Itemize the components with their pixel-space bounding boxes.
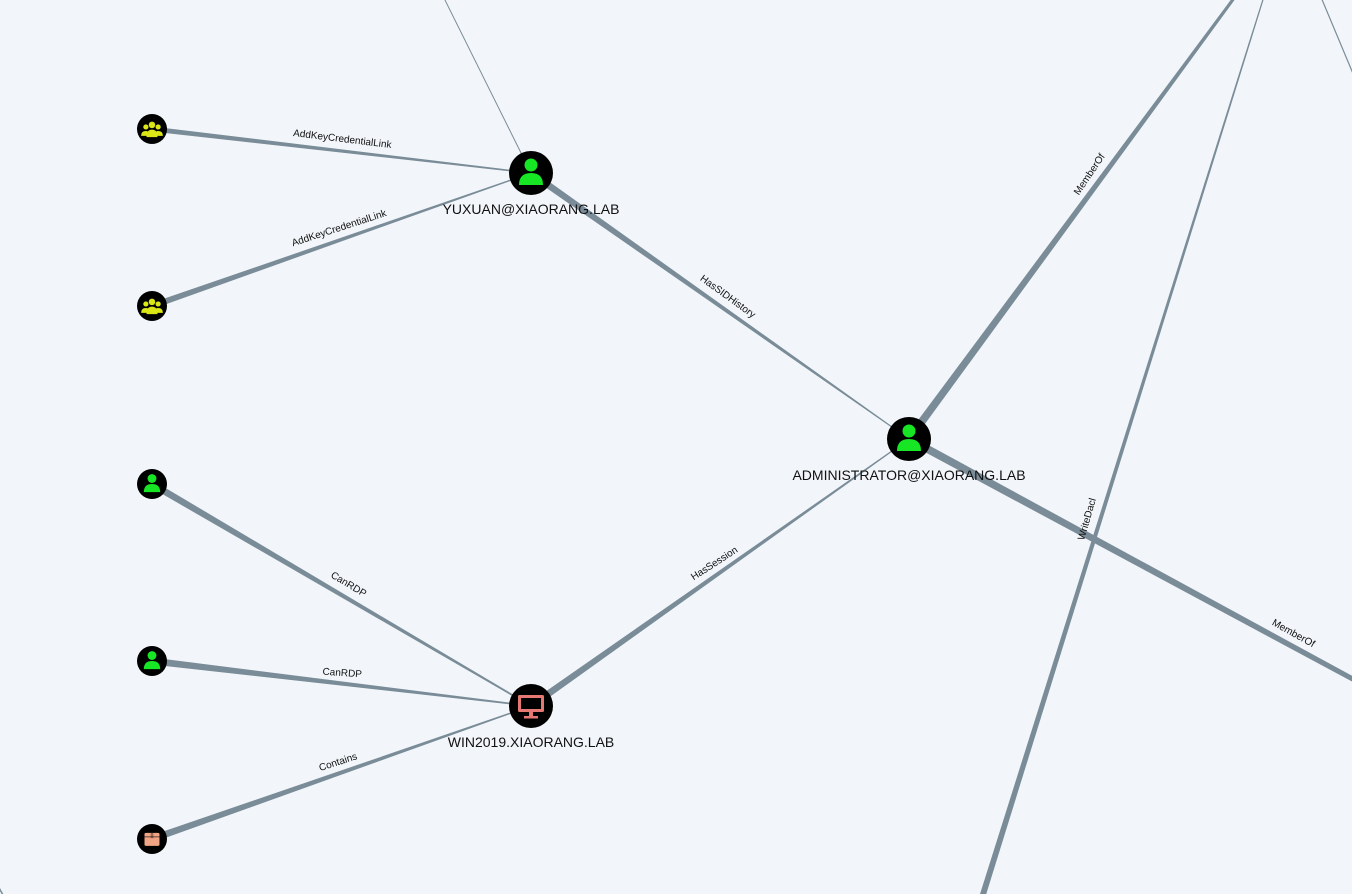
edge-line[interactable] bbox=[151, 126, 532, 174]
edge-line[interactable] bbox=[905, 0, 1241, 442]
user-icon bbox=[897, 424, 921, 451]
user-icon bbox=[519, 158, 543, 185]
edge-e12[interactable] bbox=[1317, 0, 1352, 95]
node-win2019[interactable]: WIN2019.XIAORANG.LAB bbox=[448, 684, 615, 750]
node-user-1[interactable] bbox=[137, 469, 167, 499]
node-group-2[interactable] bbox=[137, 291, 167, 321]
edge-e2[interactable]: AddKeyCredentialLink bbox=[151, 172, 532, 309]
group-icon bbox=[141, 298, 163, 315]
edge-line[interactable] bbox=[907, 435, 1352, 685]
edge-e8[interactable]: MemberOf bbox=[905, 0, 1241, 442]
edge-label: CanRDP bbox=[329, 570, 369, 600]
node-user-2[interactable] bbox=[137, 646, 167, 676]
edge-line[interactable] bbox=[151, 172, 532, 309]
edge-e6[interactable]: Contains bbox=[150, 705, 532, 843]
edge-line[interactable] bbox=[977, 0, 1266, 894]
node-label: WIN2019.XIAORANG.LAB bbox=[448, 734, 615, 750]
node-administrator[interactable]: ADMINISTRATOR@XIAORANG.LAB bbox=[792, 417, 1026, 483]
ou-icon bbox=[144, 832, 160, 846]
edge-line[interactable] bbox=[528, 170, 910, 440]
edge-e10[interactable]: WriteDacl bbox=[977, 0, 1266, 894]
edge-line[interactable] bbox=[440, 0, 532, 174]
edge-line[interactable] bbox=[528, 438, 910, 709]
group-icon bbox=[141, 121, 163, 138]
node-group-1[interactable] bbox=[137, 114, 167, 144]
node-label: ADMINISTRATOR@XIAORANG.LAB bbox=[792, 467, 1025, 483]
edge-e13[interactable] bbox=[0, 868, 9, 894]
edge-line[interactable] bbox=[151, 657, 532, 707]
nodes-layer: YUXUAN@XIAORANG.LAB ADMINISTRATOR@XIAORAN… bbox=[137, 114, 1026, 854]
edge-line[interactable] bbox=[1317, 0, 1352, 95]
node-circle[interactable] bbox=[137, 114, 167, 144]
edge-e5[interactable]: CanRDP bbox=[151, 657, 532, 707]
node-label: YUXUAN@XIAORANG.LAB bbox=[443, 201, 620, 217]
node-yuxuan[interactable]: YUXUAN@XIAORANG.LAB bbox=[443, 151, 620, 217]
node-ou-1[interactable] bbox=[137, 824, 167, 854]
node-circle[interactable] bbox=[137, 291, 167, 321]
edge-e11[interactable] bbox=[440, 0, 532, 174]
edge-line[interactable] bbox=[150, 705, 532, 843]
edge-line[interactable] bbox=[150, 480, 532, 707]
user-icon bbox=[143, 651, 161, 670]
edge-e1[interactable]: AddKeyCredentialLink bbox=[151, 126, 532, 174]
edge-label: CanRDP bbox=[322, 667, 362, 681]
computer-icon bbox=[518, 695, 544, 719]
user-icon bbox=[143, 474, 161, 493]
edge-line[interactable] bbox=[0, 868, 9, 894]
